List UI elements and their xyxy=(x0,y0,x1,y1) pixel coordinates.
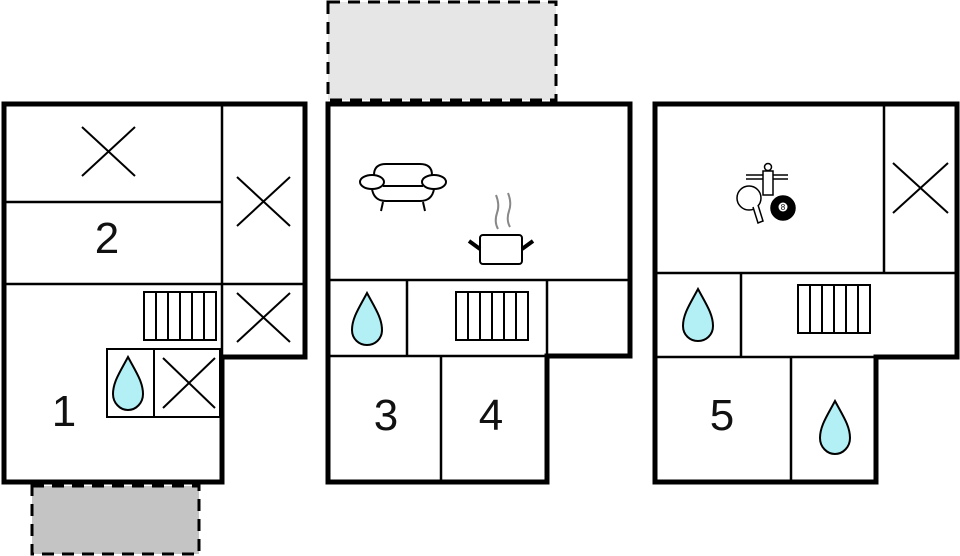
cooking-pot-icon xyxy=(467,192,535,265)
floor-middle xyxy=(325,101,633,485)
floor-left xyxy=(1,101,308,485)
sofa-icon xyxy=(359,163,447,212)
terrace-bottom xyxy=(30,484,201,556)
room-label-4: 4 xyxy=(478,391,504,440)
room-label-3: 3 xyxy=(373,391,399,440)
floor-right: 8 xyxy=(652,101,960,485)
water-drop-icon xyxy=(681,286,715,343)
water-drop-icon xyxy=(350,290,384,347)
svg-text:8: 8 xyxy=(781,203,786,212)
room-label-5: 5 xyxy=(709,391,735,440)
water-drop-icon xyxy=(111,354,145,412)
games-room-icon: 8 xyxy=(736,162,796,224)
room-label-2: 2 xyxy=(94,214,120,263)
water-drop-icon xyxy=(818,398,852,456)
room-label-1: 1 xyxy=(51,387,77,436)
terrace-top xyxy=(326,0,558,102)
